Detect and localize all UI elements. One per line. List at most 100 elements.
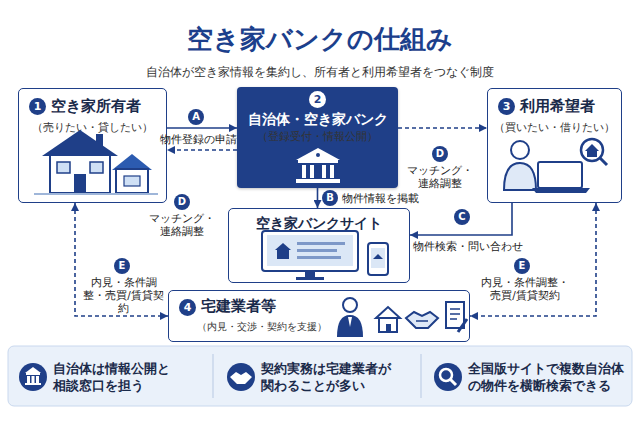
edge-label: 内見・条件調整・売買/賃貸契約	[478, 276, 572, 302]
building-column	[310, 165, 314, 178]
building-mini-base	[25, 383, 41, 385]
callout-number: 3	[498, 98, 515, 115]
screen-line	[297, 256, 341, 259]
phone-screen	[371, 248, 385, 268]
house-mini-roof	[585, 144, 599, 151]
user-illustration	[504, 139, 607, 193]
screen-line	[297, 242, 345, 245]
house-roof	[42, 130, 118, 156]
flow-arrow	[317, 188, 319, 208]
document-line	[450, 318, 457, 320]
screen-house-wall	[277, 250, 289, 259]
edge-label: マッチング・連絡調整	[404, 164, 476, 190]
edge-label: 物件検索・問い合わせ	[412, 240, 524, 253]
monitor-stand	[305, 271, 315, 277]
box-heading: 自治体・空き家バンク	[237, 109, 398, 129]
edge-label: 内見・条件調整・売買/賃貸契約	[81, 276, 166, 315]
house-wall-icon	[379, 318, 397, 332]
agent-body	[337, 315, 363, 337]
magnifier-mini-lens	[440, 369, 452, 381]
info-box: 自治体は情報公開と相談窓口を担う	[53, 360, 171, 396]
summary-band	[8, 346, 632, 406]
icon-circle	[227, 363, 255, 391]
ground-line	[34, 193, 158, 195]
actor-box: 4宅建業者等（内見・交渉・契約を支援）	[168, 290, 470, 342]
laptop-base	[532, 188, 590, 193]
icon-circle	[19, 363, 47, 391]
monitor-screen	[267, 235, 353, 266]
band-divider	[213, 354, 214, 398]
edge-label: 物件登録の申請	[156, 133, 240, 146]
house-mini-wall	[587, 151, 597, 157]
edge-label: 物件情報を掲載	[342, 192, 424, 205]
building-emblem	[316, 153, 320, 157]
building-icon	[296, 148, 340, 183]
callout-number: 4	[179, 299, 196, 316]
icon-circle	[434, 363, 462, 391]
house-wall	[50, 155, 110, 193]
house-door-icon	[386, 324, 391, 332]
actor-box: 2自治体・空き家バンク（登録受付・情報公開）	[237, 87, 398, 188]
house-window	[124, 176, 140, 186]
document-line	[450, 308, 460, 310]
box-subtitle: （売りたい・貸したい）	[19, 120, 165, 135]
house-illustration	[34, 130, 158, 194]
actor-box: 1空き家所有者（売りたい・貸したい）	[18, 88, 167, 203]
phone-frame	[368, 243, 388, 275]
note-text: 契約実務は宅建業者が関わることが多い	[261, 360, 391, 394]
dashed-connector	[470, 203, 596, 316]
callout-letter: A	[188, 109, 204, 125]
house-door	[74, 174, 86, 193]
agent-icons	[337, 298, 467, 337]
monitor-frame	[262, 231, 358, 271]
note-text: 自治体は情報公開と相談窓口を担う	[53, 360, 171, 394]
box-heading: 利用希望者	[520, 96, 618, 116]
building-pediment	[296, 148, 340, 160]
callout-number: 1	[29, 98, 46, 115]
info-box: 全国版サイトで複数自治体の物件を横断検索できる	[468, 360, 630, 396]
flow-arrow	[410, 203, 512, 235]
info-box: 契約実務は宅建業者が関わることが多い	[261, 360, 391, 396]
building-beam	[298, 160, 338, 163]
house-roof	[112, 154, 152, 170]
actor-box: 3利用希望者（買いたい・借りたい）	[487, 88, 622, 203]
pen	[458, 319, 467, 332]
building-mini-roof	[25, 367, 41, 373]
house-window	[90, 162, 103, 173]
box-heading: 空き家バンクサイト	[229, 213, 408, 233]
handshake-mini	[230, 372, 252, 384]
phone-house-icon	[373, 254, 383, 259]
magnifier-mini-handle	[450, 379, 456, 385]
callout-letter: C	[454, 209, 470, 225]
building-mini-beam	[26, 373, 40, 375]
house-roof-icon	[376, 307, 400, 318]
house-window	[57, 162, 70, 173]
agent-head	[343, 298, 357, 312]
callout-number: 2	[309, 91, 326, 108]
magnifier-handle	[600, 158, 607, 165]
monitor-base	[296, 277, 324, 280]
building-base	[296, 179, 340, 183]
callout-letter: D	[432, 146, 448, 162]
box-subtitle: （登録受付・情報公開）	[237, 129, 398, 144]
handshake-icon	[406, 312, 438, 328]
dashed-connector	[398, 127, 487, 129]
building-column	[322, 165, 326, 178]
flow-arrow	[167, 127, 237, 129]
callout-letter: E	[514, 258, 530, 274]
house-wing	[116, 169, 148, 193]
subtitle: 自治体が空き家情報を集約し、所有者と利用希望者をつなぐ制度	[0, 64, 640, 80]
diagram-title: 空き家バンクの仕組み	[0, 22, 640, 56]
info-box: 空き家バンクサイト	[228, 208, 410, 283]
contract-document	[446, 302, 464, 328]
dashed-connector	[167, 149, 237, 151]
band-icons	[19, 363, 462, 391]
laptop-screen	[538, 162, 582, 188]
box-subtitle: （内見・交渉・契約を支援）	[197, 319, 333, 334]
building-column	[330, 165, 334, 178]
person-head	[511, 141, 529, 159]
building-mini-column	[32, 376, 35, 383]
screen-line	[297, 249, 337, 252]
screen-house-roof	[275, 243, 291, 250]
building-mini-column	[27, 376, 30, 383]
